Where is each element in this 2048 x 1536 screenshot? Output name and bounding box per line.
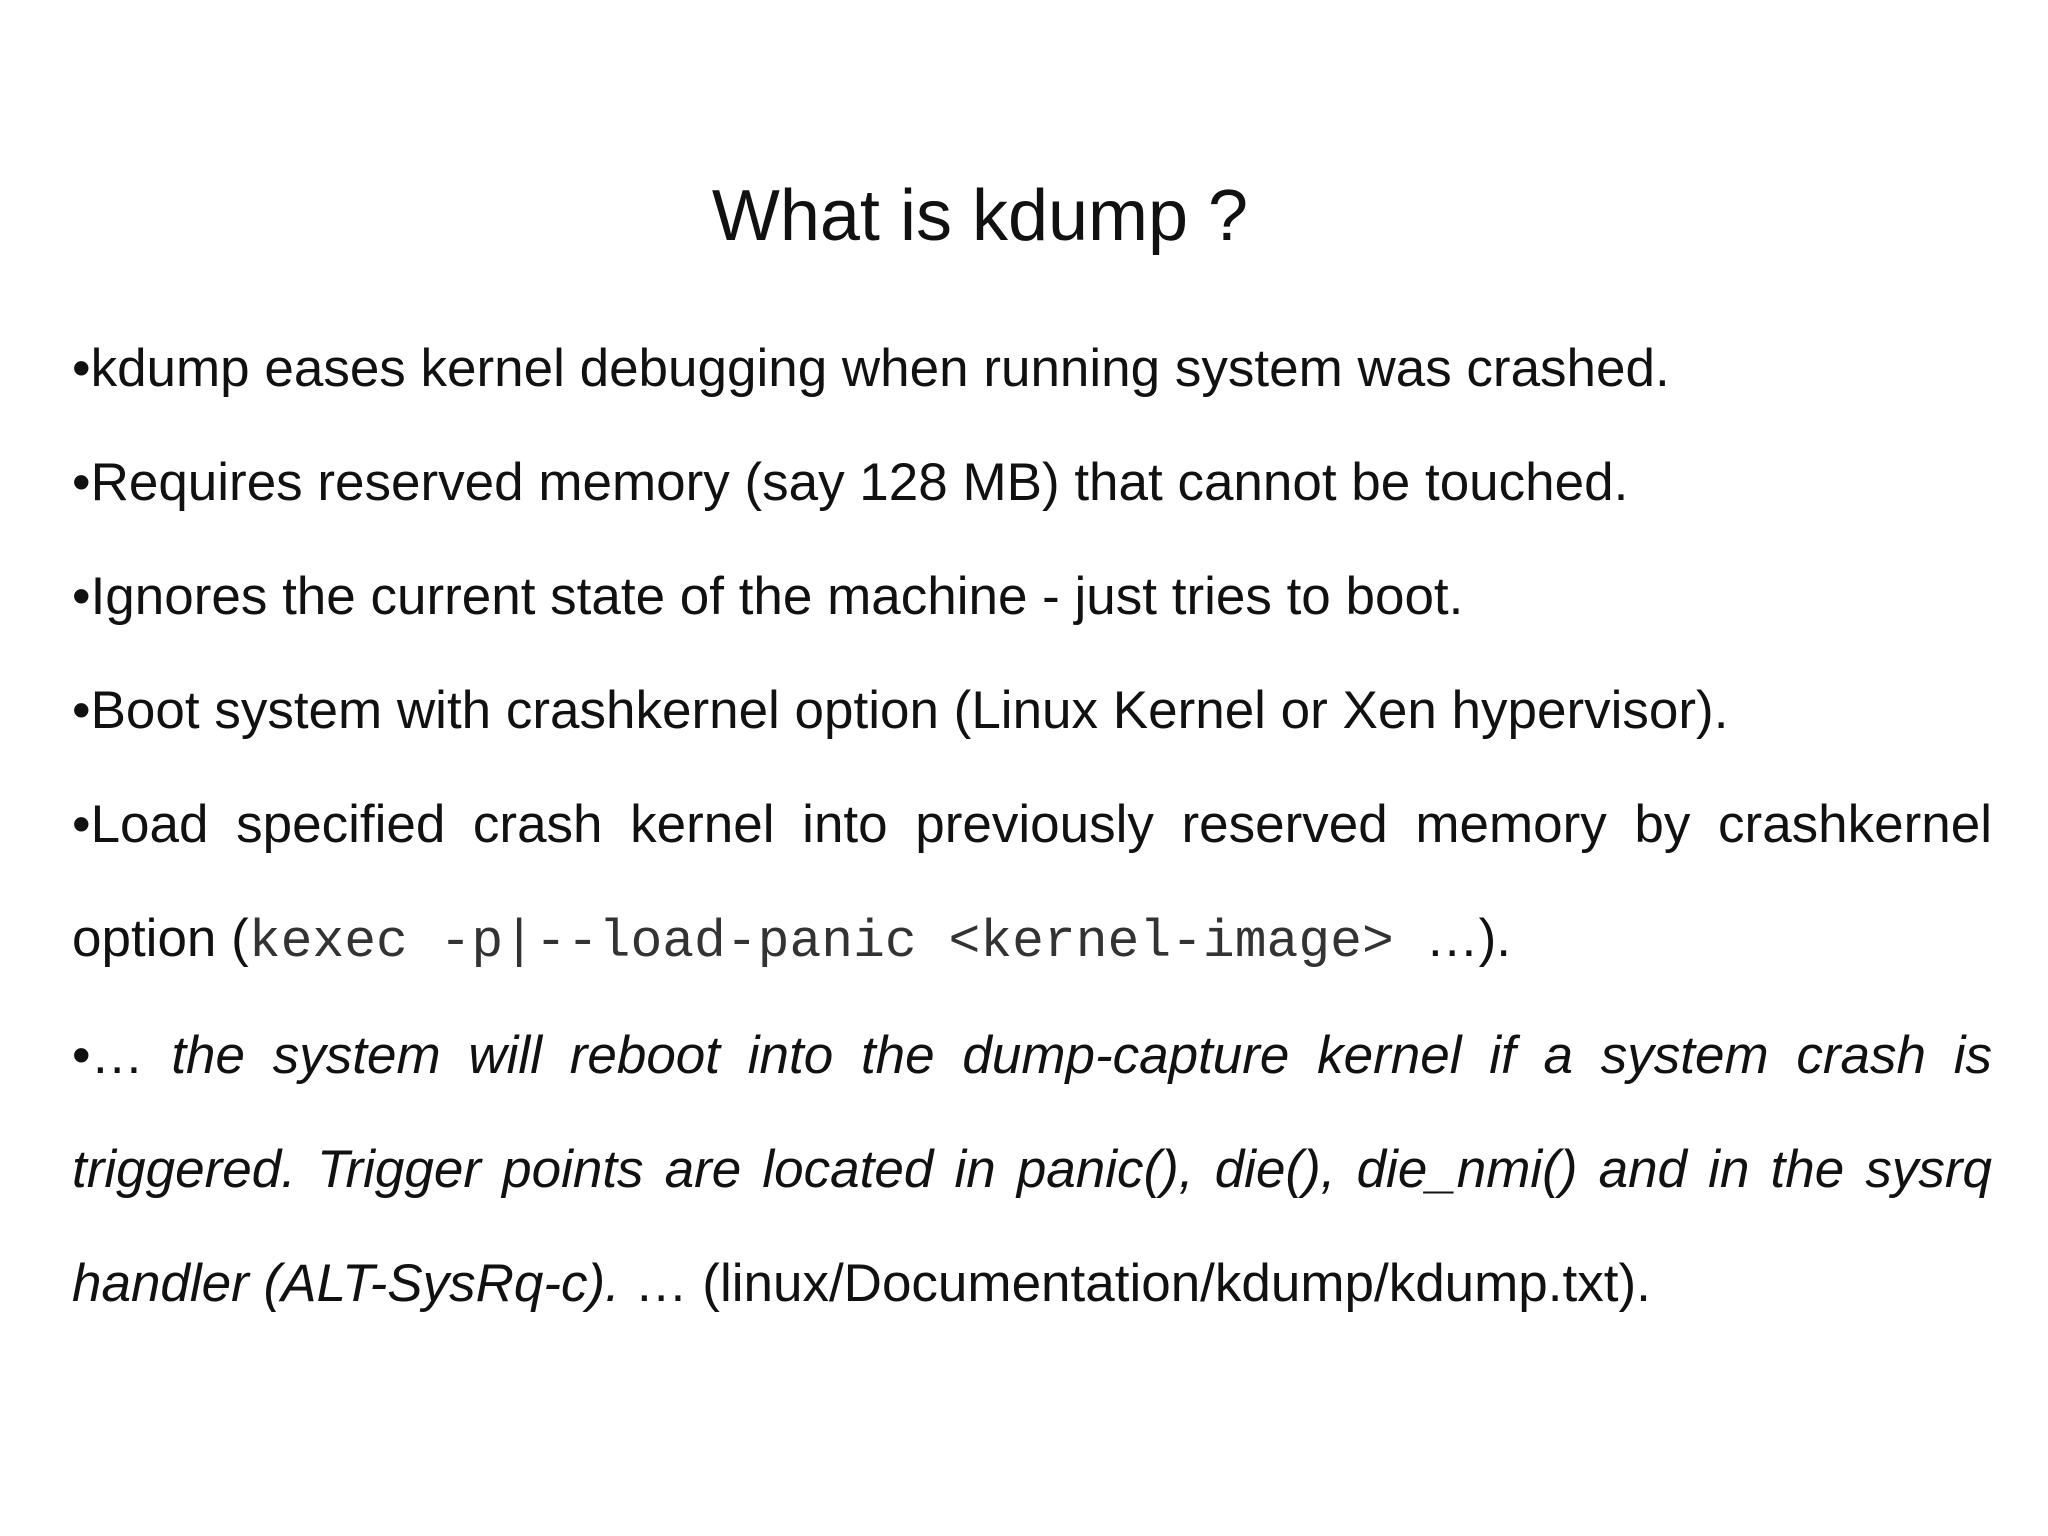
bullet-item: •Ignores the current state of the machin… — [72, 540, 1992, 654]
bullet-marker: • — [72, 339, 91, 398]
bullet-marker: • — [72, 567, 91, 626]
bullet-item: •Load specified crash kernel into previo… — [72, 768, 1992, 999]
quoted-documentation: the system will reboot into the dump-cap… — [72, 1026, 1992, 1313]
command-snippet: kexec -p|--load-panic <kernel-image> — [248, 912, 1426, 972]
bullet-item: •kdump eases kernel debugging when runni… — [72, 312, 1992, 426]
source-reference: … (linux/Documentation/kdump/kdump.txt). — [619, 1254, 1651, 1313]
bullet-marker: • — [72, 453, 91, 512]
bullet-text-end: …). — [1425, 909, 1511, 968]
bullet-item: •Requires reserved memory (say 128 MB) t… — [72, 426, 1992, 540]
ellipsis-lead: … — [90, 1026, 172, 1085]
bullet-item: •Boot system with crashkernel option (Li… — [72, 654, 1992, 768]
bullet-text: kdump eases kernel debugging when runnin… — [90, 339, 1670, 398]
bullet-text: Requires reserved memory (say 128 MB) th… — [90, 453, 1629, 512]
bullet-list: •kdump eases kernel debugging when runni… — [72, 312, 1992, 1341]
bullet-marker: • — [72, 1026, 91, 1085]
bullet-text: Load specified crash kernel into previou… — [72, 795, 1992, 968]
bullet-marker: • — [72, 795, 91, 854]
slide-title: What is kdump ? — [711, 176, 1249, 256]
bullet-marker: • — [72, 681, 91, 740]
bullet-item: •… the system will reboot into the dump-… — [72, 999, 1992, 1341]
bullet-text: Ignores the current state of the machine… — [90, 567, 1464, 626]
bullet-text: Boot system with crashkernel option (Lin… — [90, 681, 1729, 740]
